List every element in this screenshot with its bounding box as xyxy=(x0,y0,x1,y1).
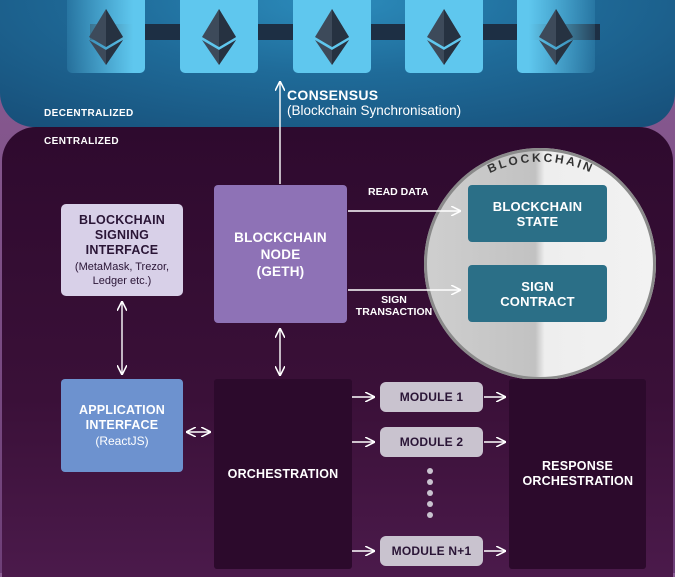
response-orchestration-box: RESPONSE ORCHESTRATION xyxy=(509,379,646,569)
response-orchestration-label: RESPONSE ORCHESTRATION xyxy=(522,459,634,488)
blockchain-state-box: BLOCKCHAIN STATE xyxy=(468,185,607,242)
module-box: MODULE 1 xyxy=(380,382,483,412)
sign-contract-label: SIGN CONTRACT xyxy=(500,278,575,309)
consensus-title: CONSENSUS xyxy=(287,87,379,103)
chain-block xyxy=(405,0,483,73)
module-box: MODULE N+1 xyxy=(380,536,483,566)
decentralized-region xyxy=(0,0,675,127)
ethereum-icon xyxy=(427,8,461,65)
signing-interface-box: BLOCKCHAIN SIGNING INTERFACE (MetaMask, … xyxy=(61,204,183,296)
module-box: MODULE 2 xyxy=(380,427,483,457)
sign-contract-box: SIGN CONTRACT xyxy=(468,265,607,322)
module-label: MODULE 2 xyxy=(399,434,464,449)
ethereum-icon xyxy=(315,8,349,65)
signing-interface-subtitle: (MetaMask, Trezor, Ledger etc.) xyxy=(74,260,170,287)
chain-block xyxy=(67,0,145,73)
consensus-label: CONSENSUS (Blockchain Synchronisation) xyxy=(287,87,461,118)
ethereum-icon xyxy=(539,8,573,65)
orchestration-label: ORCHESTRATION xyxy=(227,466,339,481)
read-data-label: READ DATA xyxy=(368,186,429,198)
module-ellipsis xyxy=(427,468,435,523)
orchestration-box: ORCHESTRATION xyxy=(214,379,352,569)
chain-block xyxy=(180,0,258,73)
ethereum-icon xyxy=(89,8,123,65)
chain-block xyxy=(517,0,595,73)
signing-interface-title: BLOCKCHAIN SIGNING INTERFACE xyxy=(78,212,166,257)
centralized-label: CENTRALIZED xyxy=(44,136,119,147)
module-label: MODULE N+1 xyxy=(391,543,472,558)
application-interface-subtitle: (ReactJS) xyxy=(95,434,149,448)
sign-transaction-label: SIGN TRANSACTION xyxy=(355,294,433,318)
blockchain-node-title: BLOCKCHAIN NODE xyxy=(234,229,327,262)
application-interface-box: APPLICATION INTERFACE (ReactJS) xyxy=(61,379,183,472)
blockchain-node-box: BLOCKCHAIN NODE (GETH) xyxy=(214,185,347,323)
blockchain-state-label: BLOCKCHAIN STATE xyxy=(492,198,583,229)
consensus-subtitle: (Blockchain Synchronisation) xyxy=(287,103,462,118)
application-interface-title: APPLICATION INTERFACE xyxy=(79,403,165,432)
decentralized-label: DECENTRALIZED xyxy=(44,108,134,119)
blockchain-node-subtitle: (GETH) xyxy=(256,263,305,279)
chain-block xyxy=(293,0,371,73)
module-label: MODULE 1 xyxy=(399,389,464,404)
ethereum-icon xyxy=(202,8,236,65)
